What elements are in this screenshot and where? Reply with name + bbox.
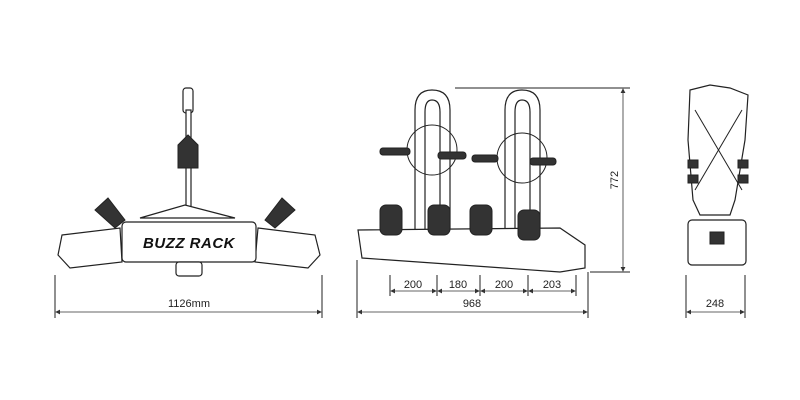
top-width-label: 248 [706, 298, 724, 310]
segment-label: 200 [404, 279, 422, 291]
side-height-label: 772 [609, 171, 621, 189]
segment-label: 200 [495, 279, 513, 291]
front-width-label: 1126mm [168, 298, 210, 310]
segment-label: 180 [449, 279, 467, 291]
front-view: BUZZ RACK 1126mm [54, 87, 323, 318]
segment-label: 203 [543, 279, 561, 291]
brand-logo: BUZZ RACK [143, 235, 236, 252]
top-view: 248 [685, 84, 749, 318]
side-length-label: 968 [463, 298, 481, 310]
side-view: 200 180 200 203 968 772 [356, 87, 630, 318]
